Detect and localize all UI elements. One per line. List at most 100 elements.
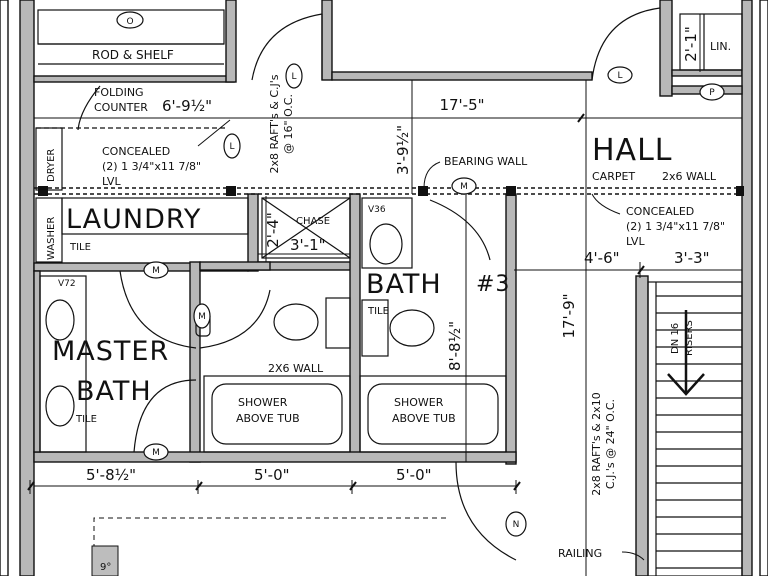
wall-master-top (199, 261, 271, 271)
stairs (647, 281, 743, 576)
dim-folding-counter: 6'-9½" (162, 97, 212, 115)
label-rafters-left-2: @ 16" O.C. (282, 94, 295, 154)
wall-stair-left (635, 275, 649, 576)
dim-bottom-2: 5'-0" (254, 466, 290, 484)
label-carpet-wall: 2x6 WALL (662, 170, 717, 183)
door-swings (77, 7, 661, 561)
label-rafters-right-2: C.J.'s @ 24" O.C. (604, 399, 617, 489)
tag-o: O (126, 17, 133, 27)
concealed-beam-lines (34, 187, 742, 195)
label-shower-1: SHOWER (238, 396, 288, 409)
label-stairs-2: RISERS (684, 320, 695, 356)
sink-icon (369, 223, 403, 265)
label-rod-shelf: ROD & SHELF (92, 48, 174, 62)
label-tile-master: TILE (75, 414, 97, 425)
leader-lines (197, 119, 645, 561)
label-lin: LIN. (710, 40, 731, 53)
laundry-appliances (35, 127, 249, 263)
wall-right-exterior (741, 0, 753, 576)
wall-right-outer (759, 0, 768, 576)
dim-bottom-3: 5'-0" (396, 466, 432, 484)
dim-hall-width: 17'-5" (439, 96, 484, 114)
label-v36: V36 (368, 205, 386, 215)
room-bath3-number: #3 (476, 272, 510, 297)
wall-chase-bottom (257, 261, 359, 271)
dimension-lines (29, 14, 742, 576)
room-bath3: BATH (366, 269, 442, 300)
dim-hall-left: 4'-6" (584, 249, 620, 267)
label-beam-size-left: (2) 1 3/4"x11 7/8" (102, 160, 201, 173)
label-chase: CHASE (296, 216, 330, 227)
room-master-bath-1: MASTER (52, 336, 169, 367)
label-above-tub-2: ABOVE TUB (392, 412, 456, 425)
closet (37, 9, 225, 65)
room-hall: HALL (592, 133, 673, 168)
toilet-icon (273, 303, 319, 341)
label-lvl-left: LVL (102, 175, 121, 188)
label-rafters-left-1: 2x8 RAFT's & C.J's (268, 74, 281, 173)
label-carpet: CARPET (592, 170, 635, 183)
wall-left-exterior (19, 0, 35, 576)
tag-m-bottom: M (152, 448, 160, 458)
label-washer: WASHER (46, 217, 57, 260)
tag-l-laundry: L (229, 142, 234, 152)
wall-master-vanity (33, 270, 41, 453)
dim-bearing-offset: 3'-9½" (394, 125, 412, 175)
chase-box (261, 197, 351, 259)
label-v72: V72 (58, 279, 76, 289)
label-concealed-left: CONCEALED (102, 145, 170, 158)
door-tags (116, 11, 725, 537)
wall-closet-bottom (33, 75, 235, 83)
wall-bath-bottom (33, 451, 517, 463)
wall-closet-right (225, 0, 237, 83)
label-shower-2: SHOWER (394, 396, 444, 409)
label-tile-laundry: TILE (69, 242, 91, 253)
tag-m-master: M (198, 312, 206, 322)
dim-hall-right: 3'-3" (674, 249, 710, 267)
wall-master-right (189, 261, 201, 463)
dim-chase-height: 2'-4" (264, 212, 282, 248)
wall-lin-bottom (671, 69, 743, 77)
wall-bath-divider (349, 193, 361, 457)
dimension-ticks (27, 113, 645, 491)
master-vanity (39, 275, 87, 453)
label-counter: COUNTER (94, 101, 148, 114)
toilet-icon (389, 309, 435, 347)
wall-upper-horizontal (331, 71, 593, 81)
wall-left-outer (0, 0, 9, 576)
label-concealed-right: CONCEALED (626, 205, 694, 218)
sink-icon (45, 299, 75, 341)
label-above-tub-1: ABOVE TUB (236, 412, 300, 425)
tag-m-bath3: M (460, 182, 468, 192)
dim-chase-width: 3'-1" (290, 236, 326, 254)
dim-bath3-height: 8'-8½" (446, 321, 464, 371)
tag-p: P (709, 88, 715, 98)
linen-closet (679, 13, 743, 71)
wall-right-upper (659, 0, 673, 97)
label-folding: FOLDING (94, 86, 144, 99)
beam-posts (38, 186, 744, 196)
label-stairs-1: DN 16 (670, 323, 681, 354)
tag-l-closet: L (291, 72, 296, 82)
label-beam-size-right: (2) 1 3/4"x11 7/8" (626, 220, 725, 233)
text-layer: ROD & SHELF O FOLDING COUNTER 6'-9½" 17'… (46, 17, 731, 573)
label-railing: RAILING (558, 547, 602, 560)
label-tile-bath3: TILE (367, 306, 389, 317)
label-dryer: DRYER (46, 149, 57, 182)
tag-l-hall: L (617, 71, 622, 81)
stair-direction-arrow (667, 310, 705, 396)
tag-n: N (513, 520, 520, 530)
room-master-bath-2: BATH (76, 376, 152, 407)
column-block (91, 545, 119, 576)
label-2x6-wall: 2X6 WALL (268, 362, 324, 375)
label-angle: 9° (100, 562, 111, 573)
room-laundry: LAUNDRY (66, 204, 201, 235)
wall-laundry-right (247, 193, 259, 272)
label-bearing-wall: BEARING WALL (444, 155, 528, 168)
wall-bath3-right (505, 193, 517, 465)
label-rafters-right-1: 2x8 RAFT's & 2x10 (590, 392, 603, 495)
wall-upper-middle (321, 0, 333, 81)
label-lvl-right: LVL (626, 235, 645, 248)
dim-stair-length: 17'-9" (560, 293, 578, 338)
